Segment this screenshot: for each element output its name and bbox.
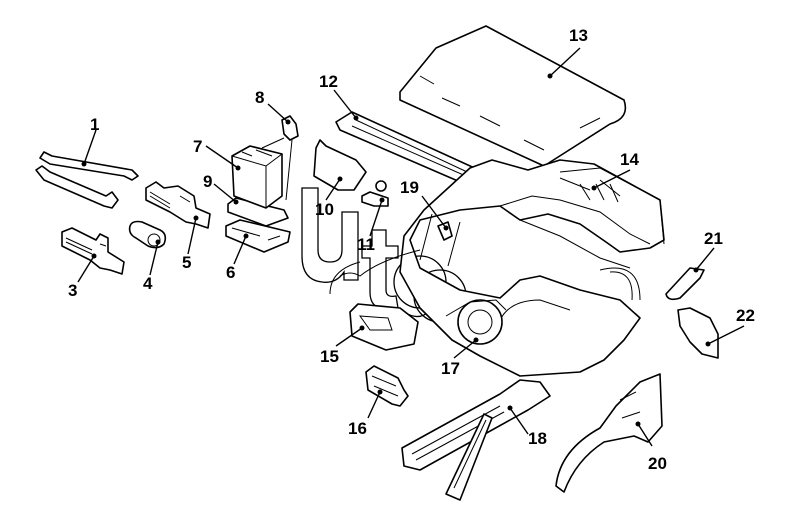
callout-14: 14	[620, 150, 639, 169]
callout-15: 15	[320, 347, 339, 366]
part-spare-well	[445, 299, 507, 345]
part-rear-panel	[559, 167, 665, 245]
part-clip-upper	[437, 221, 453, 241]
callout-8: 8	[255, 88, 264, 107]
part-end-bracket	[677, 307, 719, 359]
callouts: 1 3 4 5 6 7 8 9 10 11 12 13 14 15 16 17 …	[68, 26, 755, 473]
callout-22: 22	[736, 306, 755, 325]
callout-13: 13	[569, 26, 588, 45]
callout-10: 10	[315, 200, 334, 219]
part-clip	[361, 180, 389, 207]
callout-5: 5	[182, 253, 191, 272]
part-small-bracket	[665, 267, 705, 301]
part-roof-panel	[399, 25, 627, 167]
part-cover	[313, 139, 367, 191]
callout-12: 12	[319, 72, 338, 91]
part-side-member	[401, 379, 551, 501]
callout-6: 6	[226, 263, 235, 282]
part-brace-rods	[35, 151, 139, 209]
part-battery	[231, 145, 283, 209]
callout-18: 18	[528, 429, 547, 448]
callout-19: 19	[400, 178, 419, 197]
callout-9: 9	[203, 172, 212, 191]
part-wheelhouse	[555, 373, 663, 493]
callout-7: 7	[193, 137, 202, 156]
callout-4: 4	[143, 274, 153, 293]
part-battery-tray	[227, 197, 289, 227]
callout-21: 21	[704, 229, 723, 248]
callout-1: 1	[90, 115, 99, 134]
callout-17: 17	[441, 359, 460, 378]
part-bracket-3	[61, 227, 125, 275]
callout-3: 3	[68, 281, 77, 300]
part-tray-lower	[225, 219, 291, 253]
callout-16: 16	[348, 419, 367, 438]
callout-11: 11	[357, 235, 375, 254]
part-mount	[145, 181, 211, 229]
part-bracket-block	[365, 365, 409, 407]
leader-lines	[77, 47, 745, 447]
callout-20: 20	[648, 454, 667, 473]
part-bushing	[128, 220, 167, 249]
part-floor-pan	[349, 303, 419, 351]
